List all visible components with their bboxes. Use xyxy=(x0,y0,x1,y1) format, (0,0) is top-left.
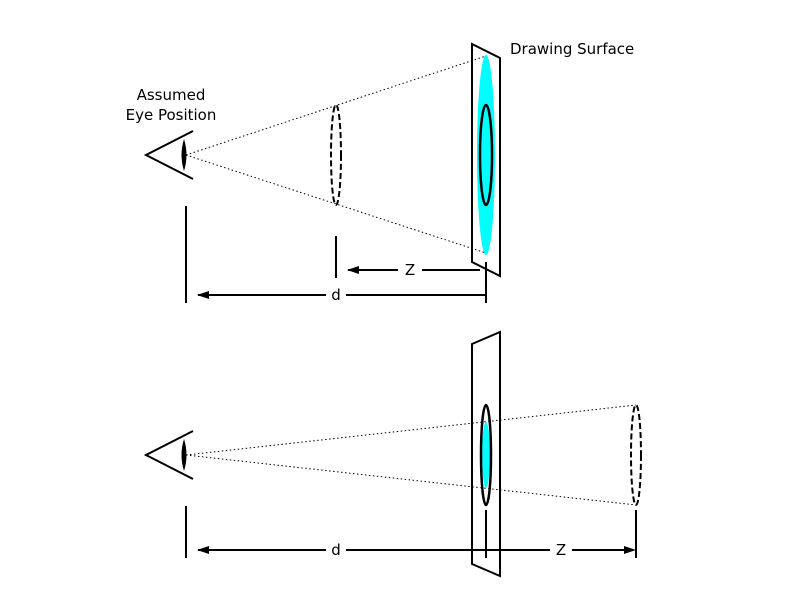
projected-image xyxy=(482,422,490,488)
sight-line-upper xyxy=(185,55,487,156)
virtual-object-ellipse xyxy=(630,404,642,506)
drawing-surface-label: Drawing Surface xyxy=(510,40,634,58)
projected-image xyxy=(477,55,495,255)
d-label: d xyxy=(331,541,341,559)
eye-icon xyxy=(143,430,194,480)
sight-line-lower xyxy=(185,154,487,254)
virtual-object-ellipse xyxy=(330,104,342,206)
actual-object-ellipse xyxy=(478,103,494,207)
z-label: Z xyxy=(556,541,566,559)
z-arrowhead xyxy=(624,546,636,554)
eye-icon xyxy=(143,130,194,180)
eye-label-line2: Eye Position xyxy=(126,106,217,124)
drawing-surface-plane xyxy=(471,42,501,278)
d-label: d xyxy=(331,286,341,304)
actual-object-ellipse xyxy=(479,403,493,507)
sight-line-lower xyxy=(185,454,637,506)
bottom-diagram: d Z xyxy=(143,330,642,578)
eye-label-line1: Assumed xyxy=(137,86,206,104)
sight-line-upper xyxy=(185,404,637,456)
drawing-surface-plane xyxy=(471,330,501,578)
z-label: Z xyxy=(405,261,415,279)
top-diagram: Assumed Eye Position Drawing Surface Z d xyxy=(126,40,635,304)
